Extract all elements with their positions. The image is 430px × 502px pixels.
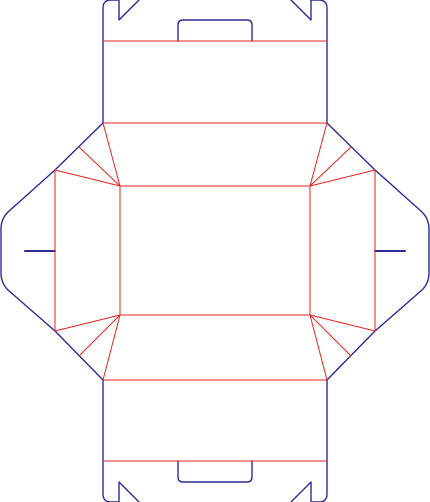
gusset-fold-tr-2	[309, 146, 352, 187]
gusset-fold-bl-3	[54, 314, 121, 332]
gusset-fold-tl-3	[54, 169, 121, 187]
base-panel	[119, 185, 311, 316]
bottom-flap-outline	[102, 379, 328, 502]
gusset-fold-tl-1	[102, 122, 121, 187]
bottom-handle-slot-icon	[177, 460, 253, 483]
gusset-fold-bl-1	[102, 314, 121, 381]
top-handle-slot-icon	[177, 19, 253, 42]
gusset-fold-tr-3	[309, 169, 376, 187]
fold-lines	[54, 40, 376, 462]
gusset-fold-tr-1	[309, 122, 328, 187]
gusset-fold-bl-2	[78, 314, 121, 357]
left-side-panel-outline	[0, 122, 104, 381]
gusset-fold-br-1	[309, 314, 328, 381]
gusset-fold-tl-2	[78, 146, 121, 187]
right-side-panel-outline	[326, 122, 430, 381]
gusset-fold-br-3	[309, 314, 376, 332]
top-flap-outline	[102, 0, 328, 124]
gusset-fold-br-2	[309, 314, 352, 357]
